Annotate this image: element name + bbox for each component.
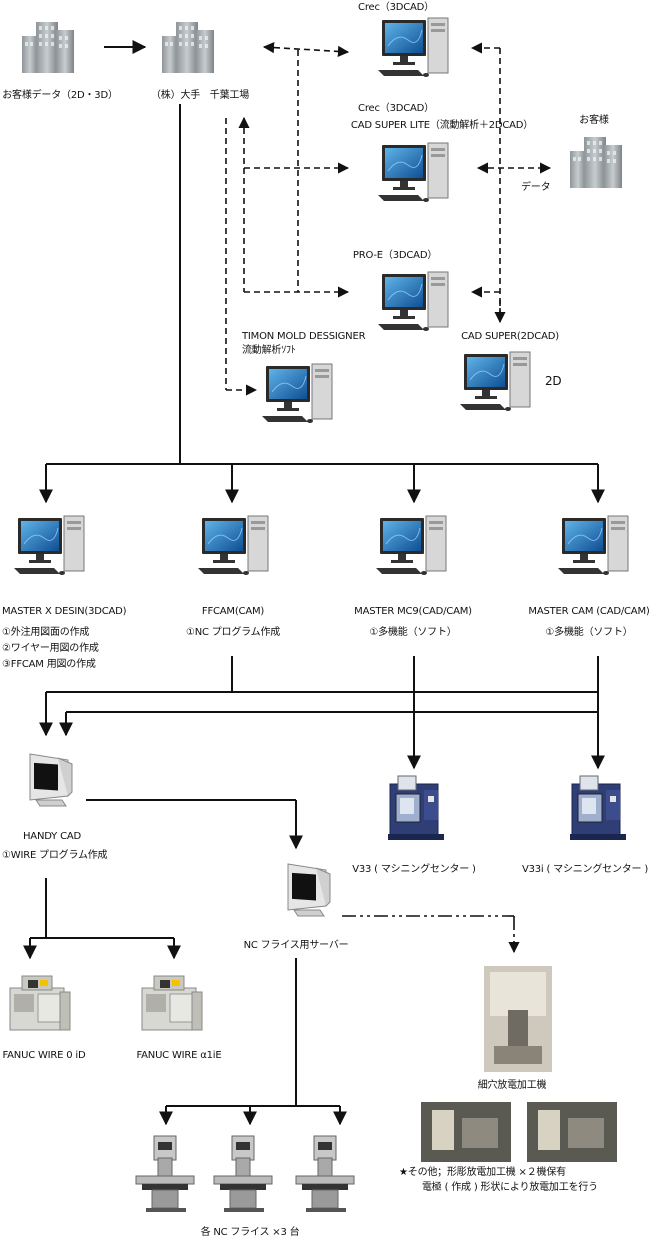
nc-mill-2-icon: [213, 1135, 273, 1213]
crec-lite-label: Crec（3DCAD）: [358, 103, 434, 114]
pc-cad-super-icon: [459, 351, 531, 412]
mc9-label: MASTER MC9(CAD/CAM): [354, 606, 472, 617]
pc-timon-icon: [261, 363, 333, 424]
pc-crec-icon: [377, 17, 449, 78]
pc-mc9-icon: [375, 515, 447, 576]
master-x-item-3: ③FFCAM 用図の作成: [2, 659, 96, 670]
other-machines-note: ★その他；形彫放電加工機 ×２機保有: [399, 1167, 566, 1178]
cad-super-label: CAD SUPER(2DCAD): [461, 331, 559, 342]
company-building-icon: [162, 22, 214, 73]
mastercam-label: MASTER CAM (CAD/CAM): [528, 606, 650, 617]
v33i-machine-icon: [569, 775, 627, 841]
fanuc-a1ie-machine-icon: [141, 975, 203, 1031]
fine-hole-edm-label: 細穴放電加工機: [477, 1080, 547, 1091]
nc-mill-label: 各 NC フライス ×3 台: [200, 1227, 300, 1238]
handy-cad-item-1: ①WIRE プログラム作成: [2, 850, 108, 861]
v33i-label: V33i ( マシニングセンター ): [521, 864, 649, 875]
mastercam-item-1: ①多機能（ソフト）: [545, 627, 633, 638]
fanuc-a1ie-label: FANUC WIRE α1iE: [136, 1050, 222, 1061]
company-label: （株）大手 千葉工場: [151, 90, 249, 101]
pc-master-x-icon: [13, 515, 85, 576]
crt-nc-server-icon: [287, 863, 331, 917]
pro-e-label: PRO-E（3DCAD）: [352, 250, 438, 261]
handy-cad-label: HANDY CAD: [22, 831, 82, 842]
v33-machine-icon: [387, 775, 445, 841]
customer-building-icon: [570, 137, 622, 188]
fanuc-0id-machine-icon: [9, 975, 71, 1031]
crec-label: Crec（3DCAD）: [358, 2, 434, 13]
master-x-label: MASTER X DESIN(3DCAD): [2, 606, 127, 617]
fanuc-0id-label: FANUC WIRE 0 iD: [2, 1050, 86, 1061]
two-d-label: 2D: [545, 374, 562, 388]
nc-mill-1-icon: [135, 1135, 195, 1213]
cad-super-lite-label: CAD SUPER LITE（流動解析＋2DCAD）: [350, 120, 534, 131]
ffcam-label: FFCAM(CAM): [201, 606, 265, 617]
crt-handy-cad-icon: [29, 753, 73, 807]
pc-crec-lite-icon: [377, 142, 449, 203]
customer-label: お客様: [579, 115, 609, 126]
fine-hole-edm-photo: [484, 966, 552, 1072]
ffcam-item-1: ①NC プログラム作成: [185, 627, 281, 638]
nc-mill-3-icon: [295, 1135, 355, 1213]
customer-data-label: お客様データ（2D・3D）: [2, 90, 118, 101]
v33-label: V33 ( マシニングセンター ): [352, 864, 476, 875]
master-x-item-1: ①外注用図面の作成: [2, 627, 90, 638]
pc-mastercam-icon: [557, 515, 629, 576]
die-sinking-edm-photo-1: [421, 1102, 511, 1162]
electrode-note: 電極 ( 作成 ) 形状により放電加工を行う: [422, 1182, 598, 1193]
timon-sub-label: 流動解析ｿﾌﾄ: [242, 345, 296, 356]
timon-label: TIMON MOLD DESSIGNER: [242, 331, 366, 342]
data-label: データ: [521, 182, 551, 193]
die-sinking-edm-photo-2: [527, 1102, 617, 1162]
customer-data-building-icon: [22, 22, 74, 73]
mc9-item-1: ①多機能（ソフト）: [369, 627, 457, 638]
nc-server-label: NC フライス用サーバー: [243, 940, 349, 951]
master-x-item-2: ②ワイヤー用図の作成: [2, 643, 99, 654]
pc-pro-e-icon: [377, 271, 449, 332]
pc-ffcam-icon: [197, 515, 269, 576]
dashed-company-crec: [262, 42, 350, 57]
